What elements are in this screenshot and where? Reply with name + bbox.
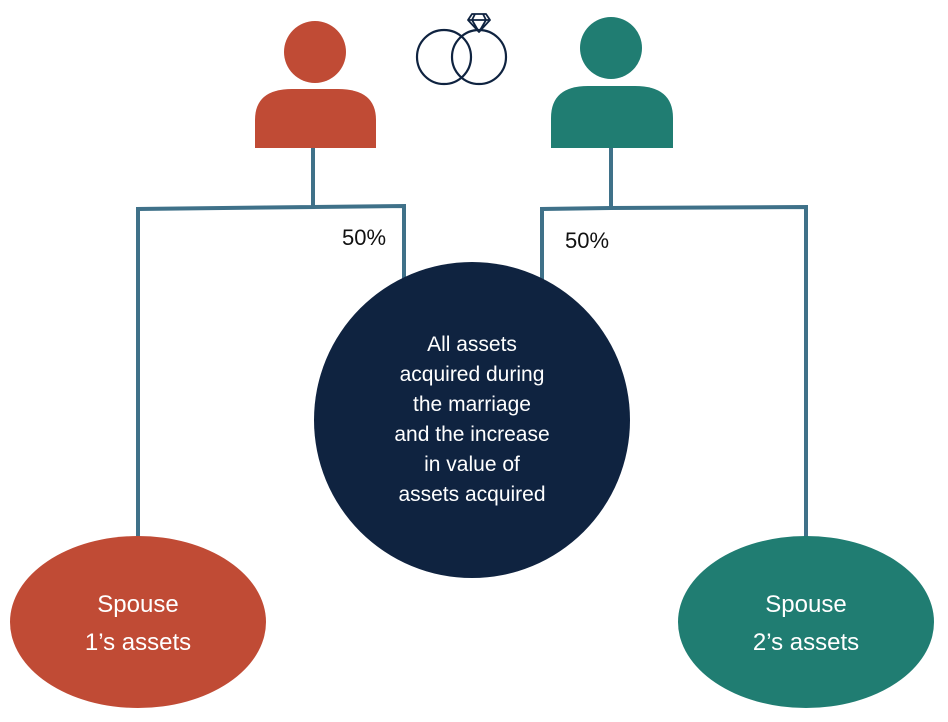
share-label-left: 50% (342, 225, 387, 250)
shared-assets-line: All assets (427, 333, 517, 356)
shared-assets-line: and the increase (394, 423, 550, 446)
shared-assets-line: the marriage (413, 393, 531, 416)
spouse2-body (551, 86, 673, 148)
spouse1-assets-line: 1’s assets (84, 629, 192, 656)
spouse2-assets-line: 2’s assets (752, 629, 860, 656)
spouse1-head (284, 21, 346, 83)
connector-left-share (312, 203, 406, 288)
ring-right (450, 28, 508, 86)
ring-left (415, 28, 473, 86)
spouse2-head (580, 17, 642, 79)
spouse2-assets-label: Spouse 2’s assets (696, 586, 916, 662)
shared-assets-line: assets acquired (398, 483, 546, 506)
wedding-rings-icon (415, 13, 508, 86)
spouse1-assets-line: Spouse (97, 591, 179, 618)
connector-right-share (540, 206, 612, 288)
shared-assets-line: acquired during (399, 363, 545, 386)
spouse1-person-icon (255, 21, 376, 148)
shared-assets-line: in value of (424, 453, 520, 476)
spouse2-assets-line: Spouse (765, 591, 847, 618)
connector-left (136, 148, 315, 545)
spouse2-assets-oval (678, 536, 934, 708)
spouse1-assets-oval (10, 536, 266, 708)
spouse1-assets-label: Spouse 1’s assets (28, 586, 248, 662)
connector-lines (136, 148, 808, 545)
share-label-right: 50% (565, 228, 610, 253)
connector-right (609, 148, 808, 545)
shared-assets-circle (314, 262, 630, 578)
shared-assets-text: All assets acquired during the marriage … (352, 330, 592, 510)
spouse2-person-icon (551, 17, 673, 148)
diamond-icon (467, 13, 491, 33)
spouse1-body (255, 89, 376, 148)
